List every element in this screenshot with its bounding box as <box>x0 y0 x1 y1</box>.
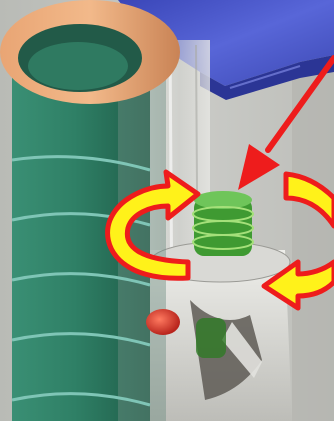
right-wall-shadow <box>292 60 334 421</box>
red-droplet <box>146 309 180 335</box>
coil-cylinder <box>0 0 180 421</box>
